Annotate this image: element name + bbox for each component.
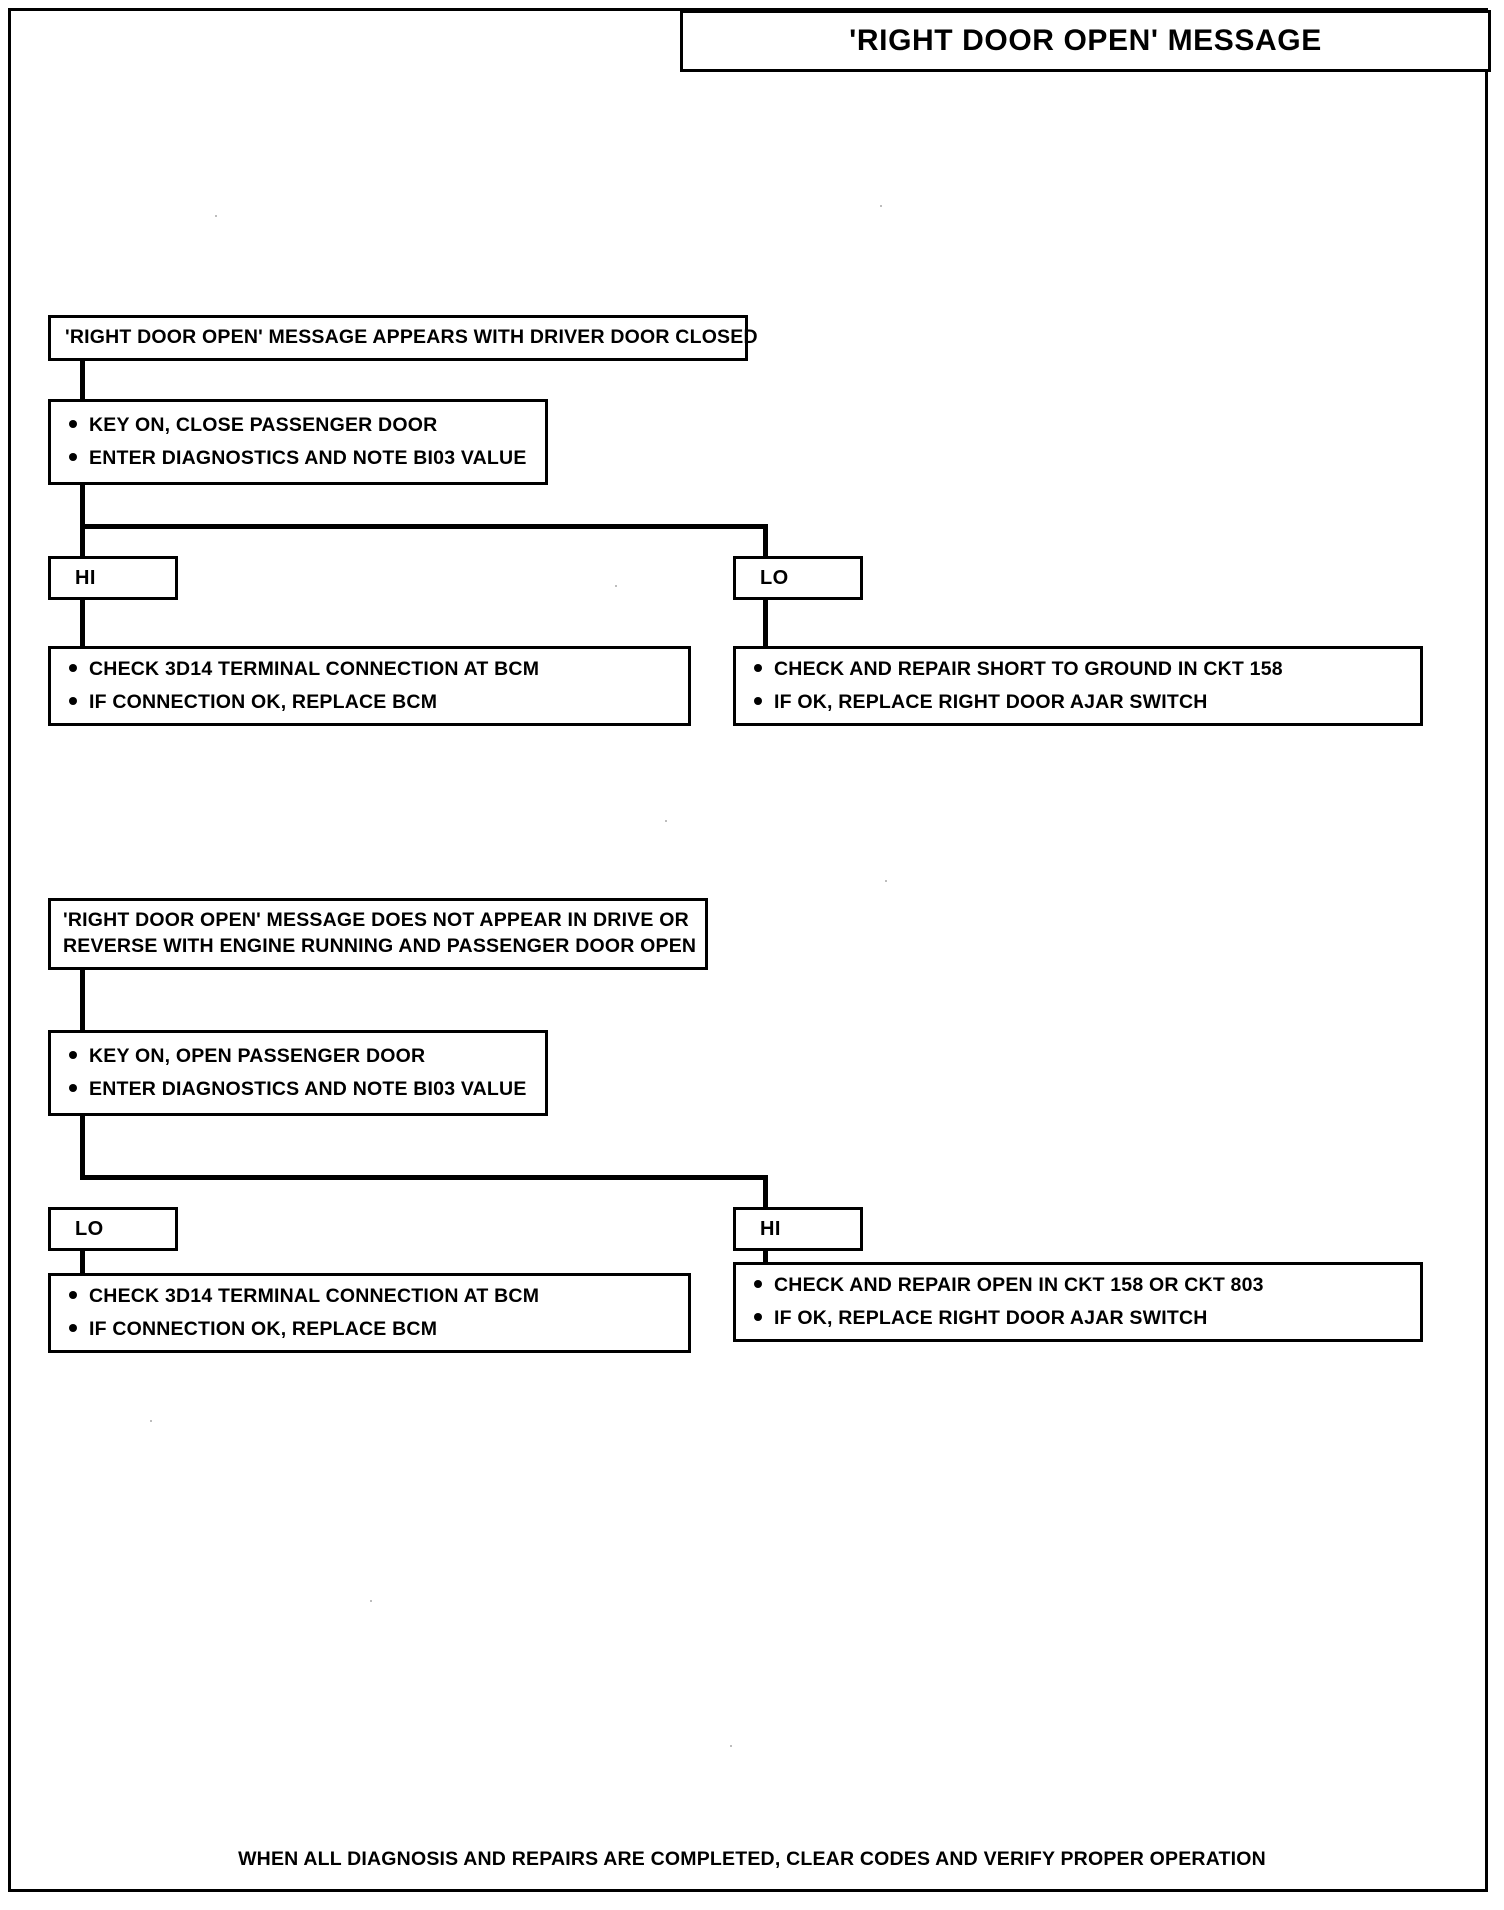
scan-speck [150, 1420, 152, 1422]
section2-condition-box: 'RIGHT DOOR OPEN' MESSAGE DOES NOT APPEA… [48, 898, 708, 970]
section2-lo-action-item-2-text: IF CONNECTION OK, REPLACE BCM [89, 1318, 438, 1340]
scan-speck [730, 1745, 732, 1747]
section2-condition-line1: 'RIGHT DOOR OPEN' MESSAGE DOES NOT APPEA… [63, 909, 689, 932]
bullet-icon [69, 1045, 89, 1064]
section2-condition-line2: REVERSE WITH ENGINE RUNNING AND PASSENGE… [63, 935, 697, 957]
section1-test-item-1-text: KEY ON, CLOSE PASSENGER DOOR [89, 414, 438, 436]
section2-lo-action-box: CHECK 3D14 TERMINAL CONNECTION AT BCM IF… [48, 1273, 691, 1353]
section2-branch-hi-label: HI [760, 1217, 781, 1240]
section1-lo-action-box: CHECK AND REPAIR SHORT TO GROUND IN CKT … [733, 646, 1423, 726]
bullet-icon [69, 658, 89, 677]
bullet-icon [69, 1078, 89, 1097]
section2-test-item-2: ENTER DIAGNOSTICS AND NOTE BI03 VALUE [69, 1078, 545, 1101]
section2-lo-action-item-1: CHECK 3D14 TERMINAL CONNECTION AT BCM [69, 1285, 688, 1308]
section2-hi-action-item-2-text: IF OK, REPLACE RIGHT DOOR AJAR SWITCH [774, 1307, 1208, 1329]
section1-connector-condition-to-test [80, 361, 85, 399]
section1-lo-action-item-2-text: IF OK, REPLACE RIGHT DOOR AJAR SWITCH [774, 691, 1208, 713]
section2-lo-action-item-1-text: CHECK 3D14 TERMINAL CONNECTION AT BCM [89, 1285, 540, 1307]
page-outer-border [8, 8, 1488, 1892]
scan-speck [215, 215, 217, 217]
scan-speck [665, 820, 667, 822]
section1-test-item-2: ENTER DIAGNOSTICS AND NOTE BI03 VALUE [69, 447, 545, 470]
section1-lo-action-item-2: IF OK, REPLACE RIGHT DOOR AJAR SWITCH [754, 691, 1420, 714]
section1-branch-bus [80, 524, 768, 529]
scan-speck [615, 585, 617, 587]
section2-hi-action-box: CHECK AND REPAIR OPEN IN CKT 158 OR CKT … [733, 1262, 1423, 1342]
section1-lo-action-item-1: CHECK AND REPAIR SHORT TO GROUND IN CKT … [754, 658, 1420, 681]
section1-lo-action-item-1-text: CHECK AND REPAIR SHORT TO GROUND IN CKT … [774, 658, 1283, 680]
section2-branch-lo-box: LO [48, 1207, 178, 1251]
section2-branch-right-drop [763, 1175, 768, 1211]
section2-test-item-1: KEY ON, OPEN PASSENGER DOOR [69, 1045, 545, 1068]
section2-hi-action-item-1: CHECK AND REPAIR OPEN IN CKT 158 OR CKT … [754, 1274, 1420, 1297]
section1-branch-lo-box: LO [733, 556, 863, 600]
section1-test-item-1: KEY ON, CLOSE PASSENGER DOOR [69, 414, 545, 437]
bullet-icon [754, 1307, 774, 1326]
scan-speck [880, 205, 882, 207]
page-title-box: 'RIGHT DOOR OPEN' MESSAGE [680, 10, 1491, 72]
section2-test-item-2-text: ENTER DIAGNOSTICS AND NOTE BI03 VALUE [89, 1078, 527, 1100]
scan-speck [885, 880, 887, 882]
section2-test-item-1-text: KEY ON, OPEN PASSENGER DOOR [89, 1045, 426, 1067]
section1-hi-action-box: CHECK 3D14 TERMINAL CONNECTION AT BCM IF… [48, 646, 691, 726]
section1-hi-action-item-2-text: IF CONNECTION OK, REPLACE BCM [89, 691, 438, 713]
bullet-icon [754, 1274, 774, 1293]
page-footer-note: WHEN ALL DIAGNOSIS AND REPAIRS ARE COMPL… [238, 1848, 1266, 1870]
section2-branch-stem [80, 1116, 85, 1178]
section1-hi-action-item-1: CHECK 3D14 TERMINAL CONNECTION AT BCM [69, 658, 688, 681]
section2-lo-action-item-2: IF CONNECTION OK, REPLACE BCM [69, 1318, 688, 1341]
section1-branch-right-drop [763, 524, 768, 560]
section1-branch-lo-label: LO [760, 566, 789, 589]
section1-lo-to-action-connector [763, 600, 768, 648]
section1-condition-box: 'RIGHT DOOR OPEN' MESSAGE APPEARS WITH D… [48, 315, 758, 361]
bullet-icon [69, 691, 89, 710]
section1-condition-text: 'RIGHT DOOR OPEN' MESSAGE APPEARS WITH D… [65, 326, 758, 349]
section1-branch-hi-box: HI [48, 556, 178, 600]
section1-hi-action-item-2: IF CONNECTION OK, REPLACE BCM [69, 691, 688, 714]
section2-test-box: KEY ON, OPEN PASSENGER DOOR ENTER DIAGNO… [48, 1030, 548, 1116]
scan-speck [370, 1600, 372, 1602]
section1-branch-stem [80, 485, 85, 560]
bullet-icon [69, 414, 89, 433]
page-title: 'RIGHT DOOR OPEN' MESSAGE [849, 24, 1322, 57]
section2-branch-bus [80, 1175, 768, 1180]
section2-connector-condition-to-test [80, 970, 85, 1045]
bullet-icon [754, 691, 774, 710]
bullet-icon [754, 658, 774, 677]
section1-branch-hi-label: HI [75, 566, 96, 589]
section2-branch-lo-label: LO [75, 1217, 104, 1240]
section1-hi-action-item-1-text: CHECK 3D14 TERMINAL CONNECTION AT BCM [89, 658, 540, 680]
section2-branch-hi-box: HI [733, 1207, 863, 1251]
bullet-icon [69, 447, 89, 466]
section1-test-box: KEY ON, CLOSE PASSENGER DOOR ENTER DIAGN… [48, 399, 548, 485]
section2-hi-action-item-1-text: CHECK AND REPAIR OPEN IN CKT 158 OR CKT … [774, 1274, 1264, 1296]
section2-hi-action-item-2: IF OK, REPLACE RIGHT DOOR AJAR SWITCH [754, 1307, 1420, 1330]
bullet-icon [69, 1318, 89, 1337]
section1-test-item-2-text: ENTER DIAGNOSTICS AND NOTE BI03 VALUE [89, 447, 527, 469]
bullet-icon [69, 1285, 89, 1304]
section1-hi-to-action-connector [80, 600, 85, 648]
